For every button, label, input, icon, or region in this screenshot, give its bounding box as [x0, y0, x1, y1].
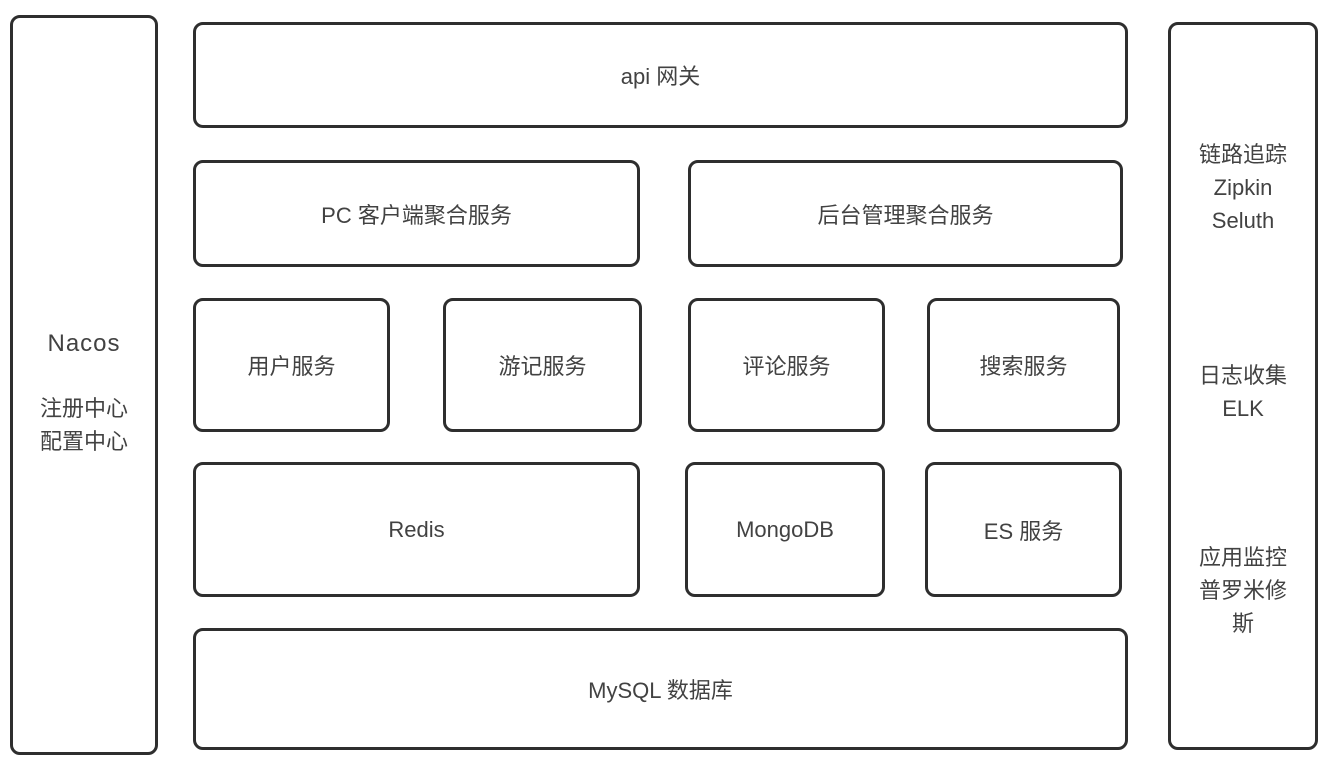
travel-notes-service-label: 游记服务: [498, 354, 587, 379]
nacos-title: Nacos: [47, 330, 121, 357]
box-admin-aggregation-service: 后台管理聚合服务: [688, 160, 1123, 267]
log-collection-label: 日志收集: [1198, 363, 1287, 388]
es-service-label: ES 服务: [983, 518, 1064, 544]
zipkin-label: Zipkin: [1213, 175, 1273, 200]
prometheus-label-line2: 斯: [1231, 611, 1254, 636]
redis-label: Redis: [388, 516, 445, 542]
nacos-config-center-label: 配置中心: [39, 429, 128, 454]
box-comment-service: 评论服务: [688, 298, 885, 432]
nacos-registry-center-label: 注册中心: [39, 396, 128, 421]
box-pc-client-aggregation-service: PC 客户端聚合服务: [193, 160, 640, 267]
box-api-gateway: api 网关: [193, 22, 1128, 128]
box-travel-notes-service: 游记服务: [443, 298, 642, 432]
admin-aggregation-label: 后台管理聚合服务: [817, 202, 994, 228]
tracing-group: 链路追踪 Zipkin Seluth: [1171, 138, 1315, 237]
mysql-database-label: MySQL 数据库: [588, 678, 733, 703]
box-mysql-database: MySQL 数据库: [193, 628, 1128, 750]
monitoring-group: 应用监控 普罗米修 斯: [1171, 541, 1315, 640]
box-es-service: ES 服务: [925, 462, 1122, 597]
box-mongodb: MongoDB: [685, 462, 885, 597]
tracing-label: 链路追踪: [1198, 142, 1287, 167]
elk-label: ELK: [1222, 396, 1264, 421]
seluth-label: Seluth: [1211, 208, 1275, 233]
pc-client-aggregation-label: PC 客户端聚合服务: [321, 202, 512, 228]
prometheus-label-line1: 普罗米修: [1198, 578, 1287, 603]
logging-group: 日志收集 ELK: [1171, 359, 1315, 425]
mongodb-label: MongoDB: [736, 516, 834, 542]
app-monitoring-label: 应用监控: [1198, 545, 1287, 570]
comment-service-label: 评论服务: [742, 354, 831, 379]
user-service-label: 用户服务: [247, 354, 336, 379]
nacos-panel: Nacos 注册中心 配置中心: [10, 15, 158, 755]
box-search-service: 搜索服务: [927, 298, 1120, 432]
nacos-subtitle: 注册中心 配置中心: [13, 392, 155, 458]
box-user-service: 用户服务: [193, 298, 390, 432]
observability-panel: 链路追踪 Zipkin Seluth 日志收集 ELK 应用监控 普罗米修 斯: [1168, 22, 1318, 750]
search-service-label: 搜索服务: [979, 354, 1068, 379]
box-redis: Redis: [193, 462, 640, 597]
api-gateway-label: api 网关: [620, 64, 701, 89]
